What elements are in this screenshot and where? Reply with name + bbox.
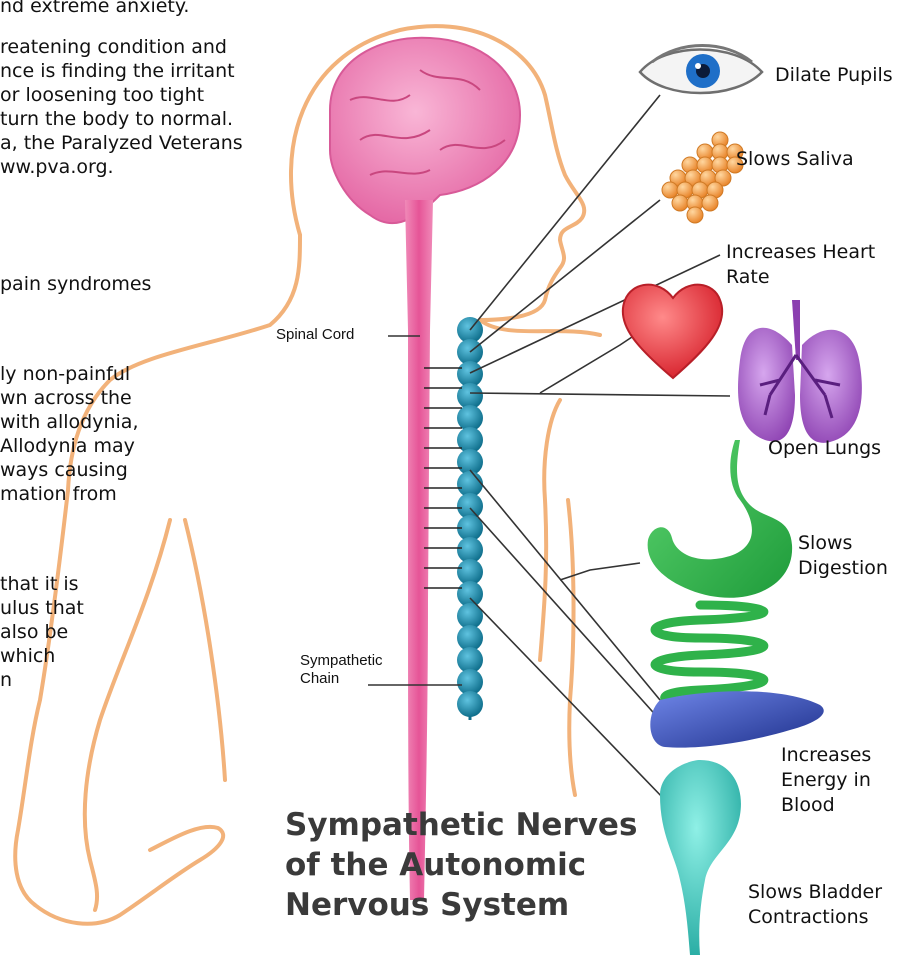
saliva-gland-lobule (687, 207, 703, 223)
paragraph-line: also be (0, 620, 68, 644)
heart-icon (623, 285, 722, 378)
paragraph-line: with allodynia, (0, 410, 138, 434)
paragraph-line: that it is (0, 572, 79, 596)
title-line: Nervous System (285, 885, 637, 925)
saliva-gland-icon (662, 132, 743, 223)
energy-label: Increases (781, 743, 871, 767)
heart-rate-label: Increases Heart (726, 240, 875, 264)
paragraph-line: ly non-painful (0, 362, 130, 386)
stomach-icon (648, 440, 792, 598)
paragraph-line: mation from (0, 482, 117, 506)
saliva-gland-lobule (662, 182, 678, 198)
sympathetic-chain (424, 317, 483, 720)
paragraph-line: which (0, 644, 55, 668)
energy-label: Blood (781, 793, 835, 817)
paragraph-line: pain syndromes (0, 272, 151, 296)
paragraph-line: Allodynia may (0, 434, 135, 458)
bladder-label: Slows Bladder (748, 880, 882, 904)
bladder-icon (660, 760, 741, 955)
open-lungs-label: Open Lungs (768, 436, 881, 460)
paragraph-line: a, the Paralyzed Veterans (0, 131, 243, 155)
slows-digestion-label: Slows (798, 531, 852, 555)
saliva-gland-lobule (672, 195, 688, 211)
diagram-title: Sympathetic Nerves of the Autonomic Nerv… (285, 805, 637, 925)
spinal-cord-label: Spinal Cord (276, 326, 354, 344)
paragraph-line: wn across the (0, 386, 132, 410)
sympathetic-chain-label: Sympathetic (300, 652, 383, 670)
paragraph-line: nd extreme anxiety. (0, 0, 189, 18)
paragraph-line: ways causing (0, 458, 128, 482)
chain-ganglion (457, 691, 483, 717)
dilate-pupils-label: Dilate Pupils (775, 63, 893, 87)
paragraph-line: reatening condition and (0, 35, 227, 59)
lungs-icon (738, 300, 862, 443)
brain (330, 38, 520, 223)
bladder-label: Contractions (748, 905, 869, 929)
paragraph-line: ulus that (0, 596, 84, 620)
heart-rate-label: Rate (726, 265, 770, 289)
paragraph-line: nce is finding the irritant (0, 59, 235, 83)
sympathetic-chain-label: Chain (300, 670, 339, 688)
energy-label: Energy in (781, 768, 871, 792)
slows-saliva-label: Slows Saliva (736, 147, 854, 171)
slows-digestion-label: Digestion (798, 556, 888, 580)
saliva-gland-lobule (702, 195, 718, 211)
paragraph-line: n (0, 668, 12, 692)
liver-icon (650, 691, 823, 747)
paragraph-line: turn the body to normal. (0, 107, 233, 131)
spinal-cord (405, 200, 433, 900)
eye-icon (640, 46, 762, 94)
title-line: Sympathetic Nerves (285, 805, 637, 845)
paragraph-line: ww.pva.org. (0, 155, 114, 179)
paragraph-line: or loosening too tight (0, 83, 204, 107)
title-line: of the Autonomic (285, 845, 637, 885)
